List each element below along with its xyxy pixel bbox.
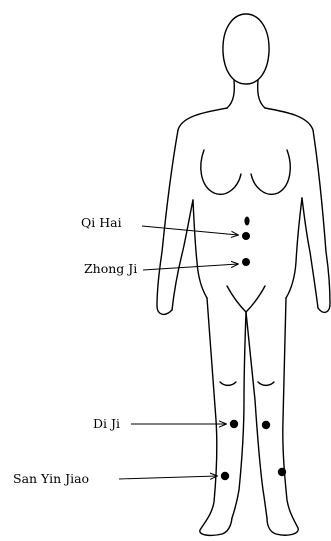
neck-right	[258, 80, 265, 108]
right-leg-outer	[267, 298, 298, 535]
qi-hai-pointer	[142, 226, 238, 235]
left-shoulder-arm	[157, 108, 227, 314]
right-breast	[251, 150, 290, 194]
qi-hai-dot	[242, 232, 250, 240]
head	[223, 14, 269, 84]
label-qi-hai: Qi Hai	[81, 215, 122, 230]
right-knee-mark	[258, 382, 274, 385]
body-outline	[157, 14, 330, 535]
label-di-ji: Di Ji	[93, 416, 120, 431]
label-zhong-ji: Zhong Ji	[84, 261, 137, 276]
zhong-ji-dot	[242, 258, 250, 266]
san-yin-jiao-pointer	[119, 476, 217, 479]
torso-right	[286, 198, 302, 298]
di-ji-dot-right	[262, 421, 270, 429]
san-yin-jiao-dot-left	[221, 472, 229, 480]
left-breast	[201, 150, 241, 194]
neck-left	[227, 80, 234, 108]
point-labels: Qi Hai Zhong Ji Di Ji San Yin Jiao	[13, 215, 137, 486]
right-inner-arm	[302, 198, 318, 308]
di-ji-dot-left	[230, 420, 238, 428]
san-yin-jiao-dot-right	[278, 468, 286, 476]
navel-dot	[244, 217, 249, 226]
zhong-ji-pointer	[143, 264, 238, 270]
right-shoulder-arm	[265, 108, 330, 312]
label-san-yin-jiao: San Yin Jiao	[13, 471, 89, 486]
left-knee-mark	[220, 382, 236, 385]
torso-left	[193, 200, 207, 298]
left-leg-outer	[200, 298, 232, 535]
left-inner-arm	[172, 200, 193, 310]
right-leg-inner	[246, 312, 267, 518]
point-dots	[221, 217, 286, 481]
groin	[227, 286, 265, 312]
left-leg-inner	[232, 312, 246, 518]
